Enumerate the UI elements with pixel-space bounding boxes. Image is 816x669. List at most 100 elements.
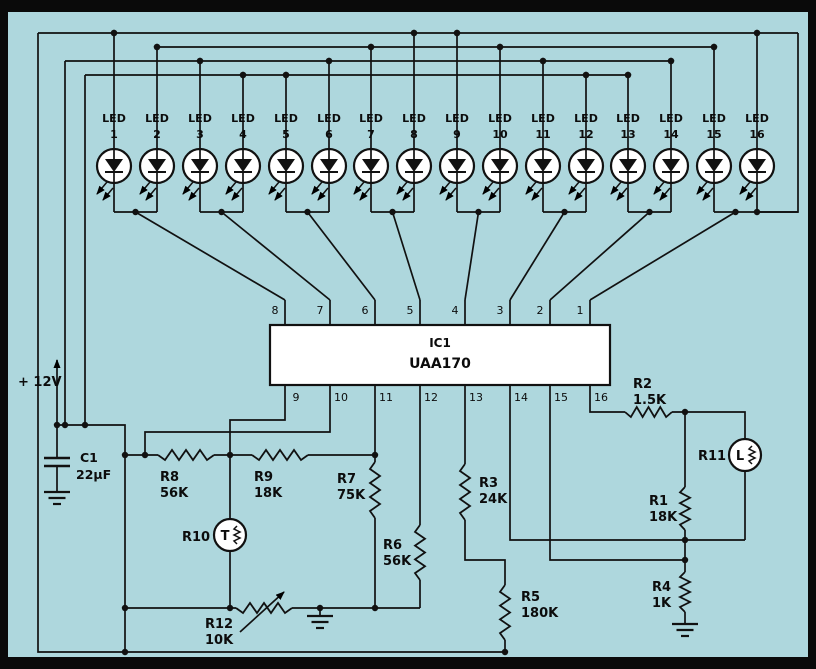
wire <box>509 405 745 541</box>
junction-dot <box>141 451 149 459</box>
resistor-zigzag <box>235 601 293 615</box>
resistor-value: 56K <box>383 554 412 569</box>
led-number: 15 <box>706 128 721 141</box>
wire <box>37 33 505 653</box>
led-emission-arrow <box>653 181 665 195</box>
resistor-ref: R8 <box>160 470 179 485</box>
led-label: LED <box>359 112 383 125</box>
wire <box>464 520 506 585</box>
junction-dot <box>367 43 375 51</box>
led-emission-arrow <box>482 181 494 195</box>
led-emission-arrow <box>488 187 500 201</box>
led-emission-arrow <box>439 181 451 195</box>
junction-dot <box>226 604 234 612</box>
led-label: LED <box>274 112 298 125</box>
led-label: LED <box>488 112 512 125</box>
pin-number: 7 <box>317 304 324 317</box>
wire <box>220 211 331 301</box>
pin-number: 16 <box>594 391 608 404</box>
junction-dot <box>196 57 204 65</box>
led-array: LED1LED2LED3LED4LED5LED6LED7LED8LED9LED1… <box>95 33 776 212</box>
junction-dot <box>304 208 311 216</box>
potentiometer-wiper-arrow <box>239 591 285 633</box>
resistor-r2: R21.5K <box>624 377 673 419</box>
led-7-symbol: LED 7 <box>352 47 390 212</box>
wire <box>391 211 421 301</box>
resistor-zigzag <box>157 448 215 462</box>
ic-body <box>268 323 612 387</box>
resistor-ref: R9 <box>254 470 273 485</box>
resistor-value: 18K <box>254 486 283 501</box>
junction-dot <box>53 421 61 429</box>
led-emission-arrow <box>231 187 243 201</box>
resistor-ref: R7 <box>337 472 356 487</box>
led-diode-triangle <box>577 159 595 172</box>
led-diode-triangle <box>748 159 766 172</box>
led-emission-arrow <box>353 181 365 195</box>
led-diode-triangle <box>705 159 723 172</box>
led-emission-arrow <box>574 187 586 201</box>
led-emission-arrow <box>739 181 751 195</box>
sensor-element-zigzag <box>747 445 757 465</box>
led-label: LED <box>402 112 426 125</box>
junction-dot <box>681 408 689 416</box>
pin-number: 6 <box>362 304 369 317</box>
led-label: LED <box>531 112 555 125</box>
wire <box>464 211 480 301</box>
wire <box>57 424 126 652</box>
led-number: 7 <box>367 128 375 141</box>
junction-dot <box>681 556 689 564</box>
junction-dot <box>710 43 718 51</box>
led-emission-arrow <box>659 187 671 201</box>
led-emission-arrow <box>696 181 708 195</box>
led-emission-arrow <box>317 187 329 201</box>
led-number: 12 <box>578 128 593 141</box>
junction-dot <box>646 208 653 216</box>
led-emission-arrow <box>445 187 457 201</box>
resistor-ref: R4 <box>652 580 671 595</box>
led-emission-arrow <box>188 187 200 201</box>
sensor-ref: R10 <box>182 530 210 545</box>
junction-dot <box>561 208 568 216</box>
ground-symbol-r4 <box>672 622 698 638</box>
pin-number: 1 <box>577 304 584 317</box>
resistor-zigzag <box>678 486 692 531</box>
ground-symbol-c1 <box>44 490 70 506</box>
led-number: 1 <box>110 128 118 141</box>
wire <box>549 211 651 301</box>
pin-number: 3 <box>497 304 504 317</box>
sensor-body <box>727 437 763 473</box>
pin-number: 5 <box>407 304 414 317</box>
led-emission-arrow <box>616 187 628 201</box>
resistor-zigzag <box>458 463 472 521</box>
junction-dot <box>81 421 89 429</box>
wire <box>589 405 625 413</box>
resistor-value: 18K <box>649 510 678 525</box>
junction-dot <box>282 71 290 79</box>
ground-symbol-r12 <box>307 614 333 630</box>
resistor-zigzag <box>624 405 673 419</box>
sensor-body <box>212 517 248 553</box>
pin-number: 15 <box>554 391 568 404</box>
ic-part-number: UAA170 <box>409 356 471 372</box>
led-emission-arrow <box>610 181 622 195</box>
pin-number: 10 <box>334 391 348 404</box>
junction-dot <box>410 29 418 37</box>
led-label: LED <box>145 112 169 125</box>
led-diode-triangle <box>234 159 252 172</box>
led-label: LED <box>445 112 469 125</box>
sensor-letter: L <box>736 449 744 464</box>
pin-number: 4 <box>452 304 459 317</box>
